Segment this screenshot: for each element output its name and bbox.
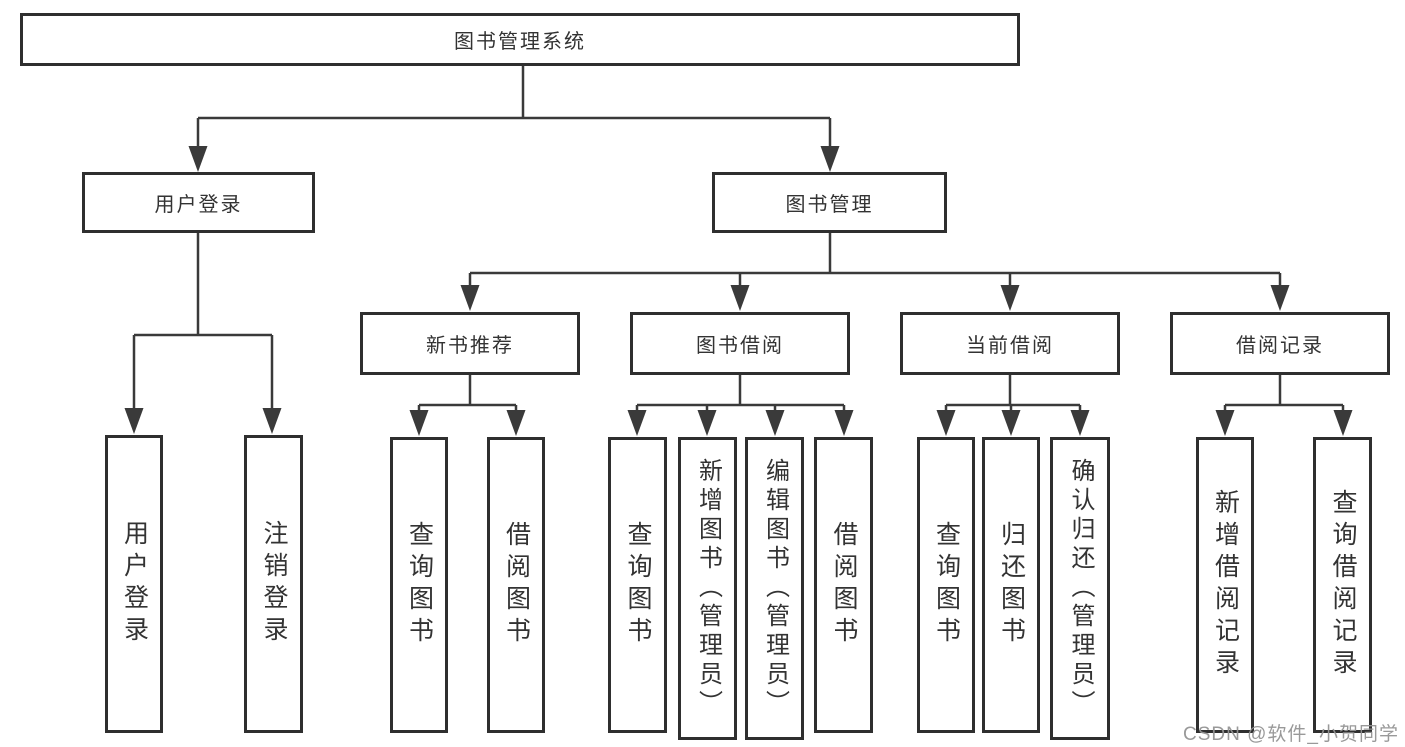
node-label: 查询图书 (405, 521, 434, 649)
node-label: 用户登录 (120, 520, 149, 648)
leaf-return-books: 归还图书 (982, 437, 1040, 733)
node-label: 当前借阅 (966, 335, 1054, 357)
node-label: 查询图书 (624, 521, 652, 649)
leaf-query-books: 查询图书 (917, 437, 975, 733)
node-label: 注销登录 (260, 520, 288, 648)
watermark: CSDN @软件_小贺同学 (1183, 724, 1399, 745)
node-label: 归还图书 (997, 521, 1026, 649)
leaf-query-books: 查询图书 (390, 437, 448, 733)
node-current-borrowing: 当前借阅 (900, 312, 1120, 375)
node-label: 查询借阅记录 (1329, 489, 1357, 681)
leaf-borrow-books: 借阅图书 (487, 437, 545, 733)
node-label: 确认归还（管理员） (1067, 458, 1094, 719)
leaf-confirm-return-admin: 确认归还（管理员） (1050, 437, 1110, 740)
node-label: 新书推荐 (426, 335, 514, 357)
leaf-query-borrow-record: 查询借阅记录 (1313, 437, 1372, 733)
leaf-edit-books-admin: 编辑图书（管理员） (745, 437, 804, 740)
leaf-query-books: 查询图书 (608, 437, 667, 733)
node-borrowing-records: 借阅记录 (1170, 312, 1390, 375)
node-root: 图书管理系统 (20, 13, 1020, 66)
node-new-book-recommendation: 新书推荐 (360, 312, 580, 375)
leaf-logout: 注销登录 (244, 435, 303, 733)
node-label: 新增图书（管理员） (694, 458, 722, 719)
node-label: 图书管理系统 (454, 31, 586, 53)
node-label: 编辑图书（管理员） (761, 458, 789, 719)
node-label: 借阅图书 (830, 521, 858, 649)
leaf-add-borrow-record: 新增借阅记录 (1196, 437, 1254, 733)
node-book-management: 图书管理 (712, 172, 947, 233)
node-label: 用户登录 (154, 194, 243, 216)
leaf-borrow-books: 借阅图书 (814, 437, 873, 733)
leaf-user-login: 用户登录 (105, 435, 163, 733)
node-label: 图书管理 (785, 194, 874, 216)
node-label: 借阅图书 (502, 521, 531, 649)
node-label: 新增借阅记录 (1211, 489, 1240, 681)
node-label: 图书借阅 (696, 335, 784, 357)
node-label: 查询图书 (932, 521, 961, 649)
node-book-borrowing: 图书借阅 (630, 312, 850, 375)
leaf-add-books-admin: 新增图书（管理员） (678, 437, 737, 740)
node-label: 借阅记录 (1236, 335, 1324, 357)
node-user-login: 用户登录 (82, 172, 315, 233)
